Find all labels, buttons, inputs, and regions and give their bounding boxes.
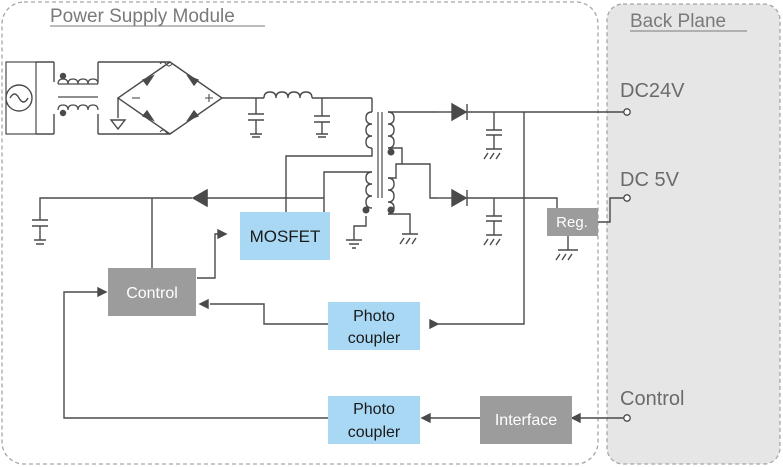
photo-coupler-1-line-1: Photo	[353, 308, 395, 325]
photo-coupler-2-line-2: coupler	[348, 424, 401, 441]
control-label: Control	[126, 285, 178, 302]
control-output-label: Control	[620, 388, 684, 410]
photo-coupler-1-block: Photo coupler	[328, 302, 420, 350]
secondary-side	[429, 102, 624, 330]
module-title: Power Supply Module	[50, 6, 235, 27]
bridge-rectifier	[109, 61, 224, 135]
output-terminals	[623, 108, 631, 422]
input-transformer	[53, 61, 170, 135]
back-plane-panel	[606, 3, 781, 465]
dc24v-terminal	[623, 108, 631, 116]
photo-coupler-1-line-2: coupler	[348, 330, 401, 347]
regulator-wiring	[555, 197, 624, 261]
primary-control-wiring	[32, 188, 624, 424]
mosfet-block: MOSFET	[240, 212, 330, 260]
regulator-label: Reg.	[556, 214, 588, 231]
control-terminal	[623, 414, 631, 422]
interface-label: Interface	[495, 412, 557, 429]
main-transformer	[285, 98, 438, 249]
photo-coupler-2-block: Photo coupler	[328, 396, 420, 444]
ac-source	[5, 61, 54, 135]
back-plane-title: Back Plane	[630, 11, 726, 32]
regulator-block: Reg.	[547, 208, 598, 236]
lc-filter	[222, 91, 372, 138]
control-block: Control	[108, 268, 196, 316]
dc5v-label: DC 5V	[620, 169, 680, 191]
interface-block: Interface	[480, 396, 572, 444]
dc24v-label: DC24V	[620, 80, 685, 102]
photo-coupler-2-line-1: Photo	[353, 401, 395, 418]
dc5v-terminal	[623, 194, 631, 202]
mosfet-label: MOSFET	[250, 227, 321, 246]
